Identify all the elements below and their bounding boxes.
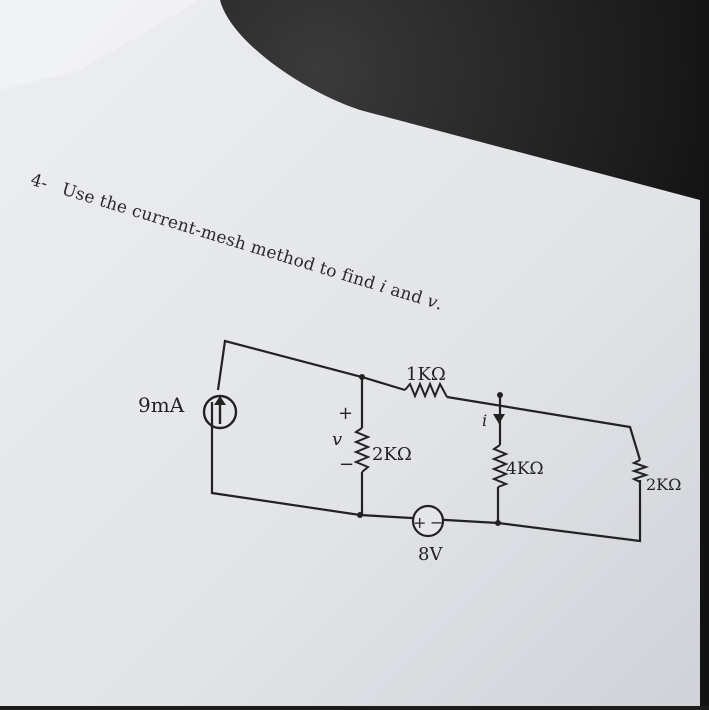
voltage-source-minus: − <box>430 513 443 532</box>
top-right-wire <box>446 395 642 461</box>
v-minus-label: − <box>339 454 354 475</box>
resistor-left-label: 2KΩ <box>372 444 412 465</box>
resistor-top-label: 1KΩ <box>406 364 446 385</box>
resistor-top-zigzag <box>404 381 448 399</box>
resistor-left-zigzag <box>353 427 371 473</box>
v-plus-label: + <box>338 403 353 424</box>
resistor-mid-label: 4KΩ <box>506 459 544 479</box>
junction-dots <box>357 374 503 526</box>
problem-var-i: i <box>377 276 389 298</box>
paper-highlight <box>0 0 200 90</box>
voltage-source <box>411 504 445 538</box>
resistor-right-zigzag <box>630 459 650 483</box>
current-source-label: 9mA <box>138 393 185 417</box>
top-left-wire <box>216 339 406 392</box>
resistor-mid-zigzag <box>491 444 509 488</box>
voltage-source-plus: + <box>413 513 426 532</box>
v-variable-label: v <box>332 429 342 450</box>
voltage-source-label: 8V <box>418 544 443 565</box>
resistor-right-label: 2KΩ <box>646 475 681 494</box>
current-source <box>202 394 238 430</box>
i-variable-label: i <box>482 411 487 430</box>
current-i-arrow-icon <box>493 414 505 424</box>
arrow-up-icon <box>214 396 226 405</box>
